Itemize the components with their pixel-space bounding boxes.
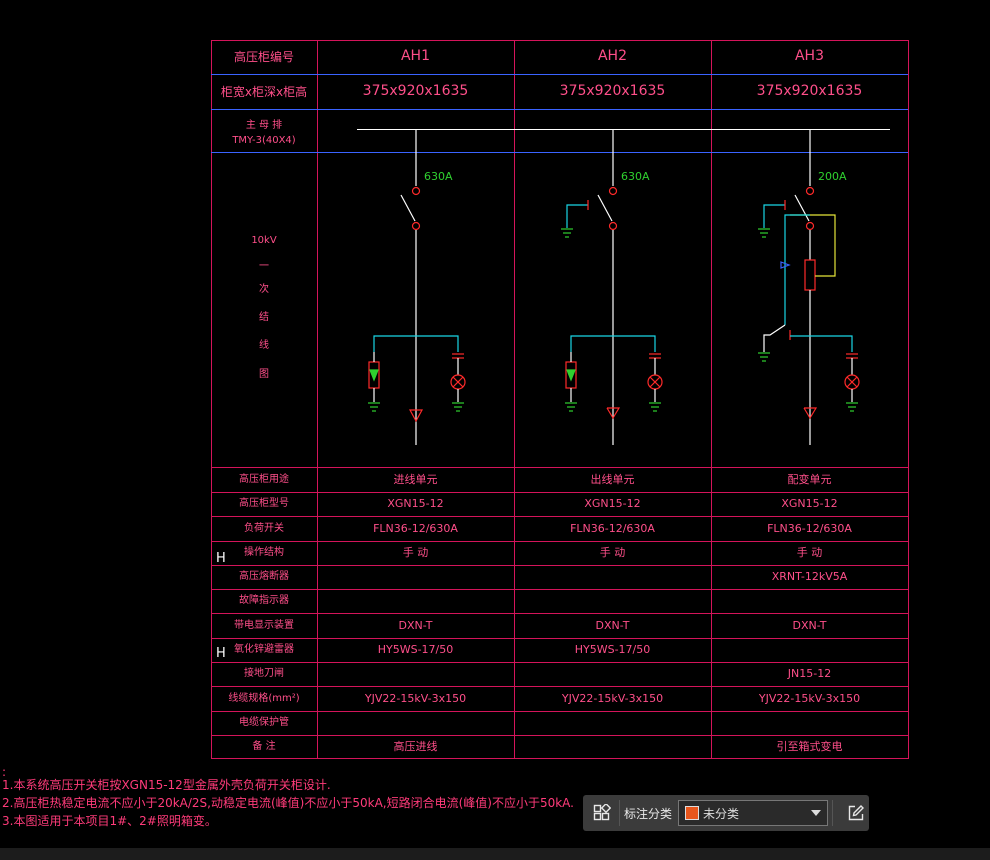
table-cell: 引至箱式变电 bbox=[776, 740, 843, 753]
column-header-ah1: AH1 bbox=[400, 48, 430, 64]
table-cell bbox=[514, 589, 711, 613]
table-cell: XGN15-12 bbox=[781, 497, 838, 510]
table-cell bbox=[317, 565, 514, 589]
grid-apps-icon[interactable] bbox=[589, 800, 615, 826]
status-strip bbox=[0, 848, 990, 860]
table-cell bbox=[711, 589, 908, 613]
category-color-swatch bbox=[685, 806, 700, 820]
table-cell: JN15-12 bbox=[787, 667, 832, 680]
table-row-label: 操作结构 bbox=[244, 547, 284, 558]
scheme-label-char-4: 线 bbox=[259, 340, 269, 351]
ah3-single-line bbox=[758, 130, 860, 445]
category-selected-value: 未分类 bbox=[703, 806, 740, 821]
note-line-3: 3.本图适用于本项目1#、2#照明箱变。 bbox=[2, 814, 217, 828]
current-rating-ah3: 200A bbox=[818, 170, 847, 183]
ah1-single-line bbox=[368, 130, 466, 445]
table-row-label: 高压柜用途 bbox=[239, 474, 289, 485]
table-grid bbox=[211, 40, 909, 759]
table-cell bbox=[514, 565, 711, 589]
table-cell bbox=[317, 589, 514, 613]
table-row-label: 高压熔断器 bbox=[239, 571, 289, 582]
table-cell: DXN-T bbox=[595, 619, 630, 632]
note-line-2: 2.高压柜热稳定电流不应小于20kA/2S,动稳定电流(峰值)不应小于50kA,… bbox=[2, 796, 574, 810]
table-cell: FLN36-12/630A bbox=[373, 522, 458, 535]
toolbar-divider bbox=[619, 800, 620, 826]
note-line-1: 1.本系统高压开关柜按XGN15-12型金属外壳负荷开关柜设计. bbox=[2, 778, 331, 792]
design-notes: : 1.本系统高压开关柜按XGN15-12型金属外壳负荷开关柜设计. 2.高压柜… bbox=[2, 765, 574, 830]
table-cell bbox=[514, 662, 711, 686]
table-row-label: 带电显示装置 bbox=[234, 620, 294, 631]
notes-colon: : bbox=[2, 765, 7, 779]
current-rating-ah2: 630A bbox=[621, 170, 650, 183]
ah2-single-line bbox=[561, 130, 663, 445]
table-row-label: 故障指示器 bbox=[239, 595, 289, 606]
side-mark: H bbox=[216, 646, 226, 661]
scheme-label-char-2: 次 bbox=[259, 284, 269, 295]
scheme-label-char-3: 结 bbox=[259, 312, 269, 323]
scheme-label-voltage: 10kV bbox=[251, 235, 277, 246]
annotation-category-label: 标注分类 bbox=[624, 806, 673, 821]
chevron-down-icon bbox=[811, 810, 821, 816]
table-cell: HY5WS-17/50 bbox=[377, 643, 454, 656]
table-cell: HY5WS-17/50 bbox=[574, 643, 651, 656]
size-ah3: 375x920x1635 bbox=[756, 83, 863, 99]
annotation-toolbar: 标注分类 未分类 bbox=[583, 795, 869, 831]
table-row-label: 电缆保护管 bbox=[239, 717, 289, 728]
corner-header: 高压柜编号 bbox=[233, 50, 294, 64]
table-cell bbox=[317, 711, 514, 735]
table-cell: YJV22-15kV-3x150 bbox=[758, 692, 861, 705]
table-cell bbox=[711, 638, 908, 662]
table-cell bbox=[514, 711, 711, 735]
scheme-label-char-5: 图 bbox=[259, 369, 269, 380]
busbar-spec: TMY-3(40X4) bbox=[232, 135, 296, 146]
column-header-ah3: AH3 bbox=[794, 48, 824, 64]
column-header-ah2: AH2 bbox=[597, 48, 627, 64]
toolbar-divider bbox=[832, 800, 833, 826]
table-cell: FLN36-12/630A bbox=[570, 522, 655, 535]
header-separators bbox=[211, 74, 908, 153]
scheme-label-char-1: 一 bbox=[259, 261, 269, 272]
current-rating-ah1: 630A bbox=[424, 170, 453, 183]
table-cell: 进线单元 bbox=[393, 473, 438, 486]
table-row-label: 接地刀闸 bbox=[244, 668, 284, 679]
table-cell: YJV22-15kV-3x150 bbox=[561, 692, 664, 705]
annotation-category-select[interactable]: 未分类 bbox=[678, 800, 828, 826]
table-cell: 手 动 bbox=[796, 546, 823, 559]
table-cell: 出线单元 bbox=[590, 473, 635, 486]
size-row-label: 柜宽x柜深x柜高 bbox=[220, 85, 308, 99]
table-cell: 高压进线 bbox=[393, 740, 438, 753]
table-cell bbox=[317, 662, 514, 686]
table-cell: DXN-T bbox=[398, 619, 433, 632]
table-row-label: 氧化锌避雷器 bbox=[234, 644, 294, 655]
table-cell: FLN36-12/630A bbox=[767, 522, 852, 535]
table-cell bbox=[711, 711, 908, 735]
table-row-label: 线缆规格(mm²) bbox=[228, 693, 300, 704]
edit-icon[interactable] bbox=[843, 800, 869, 826]
table-cell: YJV22-15kV-3x150 bbox=[364, 692, 467, 705]
busbar-label: 主 母 排 bbox=[245, 120, 283, 131]
table-cell bbox=[514, 735, 711, 758]
table-cell: XGN15-12 bbox=[387, 497, 444, 510]
table-row-label: 高压柜型号 bbox=[239, 498, 289, 509]
table-cell: 手 动 bbox=[599, 546, 626, 559]
table-row-label: 负荷开关 bbox=[244, 523, 284, 534]
side-mark: H bbox=[216, 551, 226, 566]
table-cell: DXN-T bbox=[792, 619, 827, 632]
size-ah1: 375x920x1635 bbox=[362, 83, 469, 99]
table-cell: 配变单元 bbox=[787, 473, 832, 486]
table-cell: 手 动 bbox=[402, 546, 429, 559]
table-cell: XGN15-12 bbox=[584, 497, 641, 510]
size-ah2: 375x920x1635 bbox=[559, 83, 666, 99]
table-row-label: 备 注 bbox=[252, 741, 276, 752]
table-cell: XRNT-12kV5A bbox=[771, 570, 848, 583]
